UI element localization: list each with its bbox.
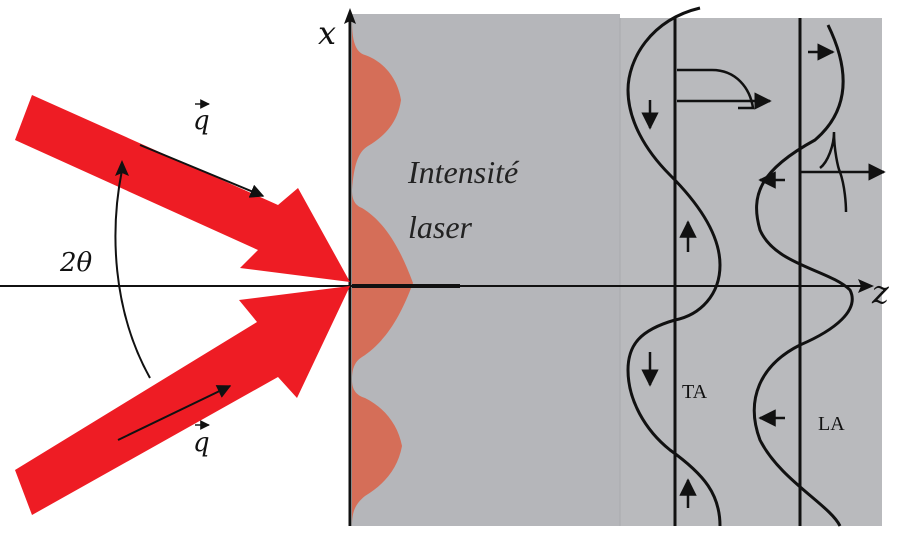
ta-wave — [626, 6, 722, 527]
ta-propagation-glyph — [677, 68, 755, 110]
ta-label: TA — [682, 381, 708, 403]
laser-beam-top — [15, 95, 350, 282]
intensity-label-line2: laser — [408, 209, 473, 245]
angle-arc-arrowhead — [115, 160, 129, 176]
q-arrow-top — [139, 144, 265, 198]
laser-beam-bottom — [15, 286, 350, 515]
q-label-top: q — [193, 106, 210, 136]
la-wave — [752, 24, 854, 527]
q-label-bottom: q — [193, 428, 210, 458]
angle-arc — [114, 169, 151, 379]
la-propagation-glyph — [819, 131, 848, 213]
x-axis-arrowhead — [344, 8, 356, 24]
la-label: LA — [818, 413, 845, 435]
intensity-profile — [352, 20, 413, 526]
z-axis-label: z — [871, 273, 890, 311]
intensity-label-line1: Intensité — [407, 154, 520, 190]
z-axis-arrowhead — [858, 279, 874, 293]
x-axis-label: x — [318, 14, 336, 52]
angle-label: 2θ — [59, 248, 93, 278]
q-arrow-bottom — [117, 385, 232, 441]
